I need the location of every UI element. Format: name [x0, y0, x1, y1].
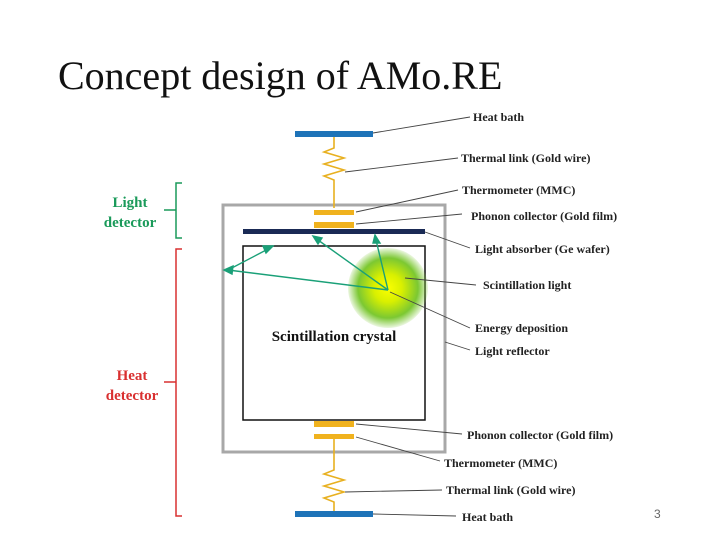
thermal-link-bottom — [321, 439, 347, 511]
phonon-collector-top — [314, 222, 354, 228]
label-phonon-collector-bottom: Phonon collector (Gold film) — [467, 428, 613, 442]
label-thermometer-bottom: Thermometer (MMC) — [444, 456, 557, 470]
thermometer-top — [314, 210, 354, 215]
heat-detector-label-line2: detector — [106, 388, 159, 404]
leader-lines — [344, 116, 477, 517]
label-scintillation-light: Scintillation light — [483, 278, 571, 292]
label-phonon-collector-top: Phonon collector (Gold film) — [471, 209, 617, 223]
page-title: Concept design of AMo.RE — [58, 53, 503, 98]
label-light-absorber: Light absorber (Ge wafer) — [475, 242, 610, 256]
light-detector-bracket — [164, 182, 182, 239]
label-heat-bath-top: Heat bath — [473, 110, 524, 124]
light-detector-label-line2: detector — [104, 215, 157, 231]
label-thermal-link-top: Thermal link (Gold wire) — [461, 151, 590, 165]
thermal-link-top — [321, 137, 347, 208]
heat-bath-top — [295, 131, 373, 137]
phonon-collector-bottom — [314, 421, 354, 427]
light-absorber-wafer — [243, 229, 425, 234]
label-energy-deposition: Energy deposition — [475, 321, 568, 335]
scintillation-crystal-label: Scintillation crystal — [272, 329, 397, 345]
heat-detector-bracket — [164, 248, 182, 517]
scintillation-crystal — [242, 245, 426, 421]
label-heat-bath-bottom: Heat bath — [462, 510, 513, 524]
heat-detector-label-line1: Heat — [117, 368, 148, 384]
label-light-reflector: Light reflector — [475, 344, 550, 358]
page-number: 3 — [654, 507, 661, 521]
heat-bath-bottom — [295, 511, 373, 517]
scintillation-light-arrows — [222, 233, 389, 291]
light-detector-label-line1: Light — [112, 195, 147, 211]
label-thermal-link-bottom: Thermal link (Gold wire) — [446, 483, 575, 497]
label-thermometer-top: Thermometer (MMC) — [462, 183, 575, 197]
thermometer-bottom — [314, 434, 354, 439]
